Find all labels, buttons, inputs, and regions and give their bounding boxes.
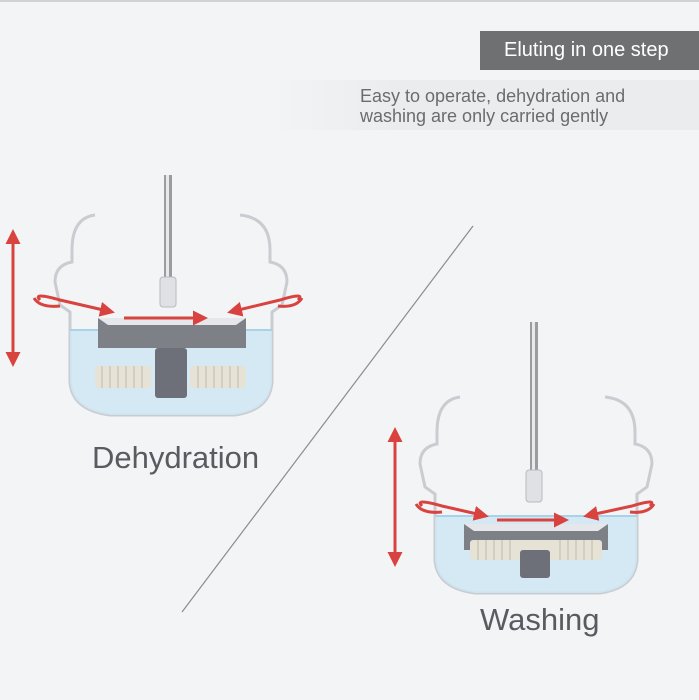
subtitle-backdrop xyxy=(270,80,699,130)
mop-icon xyxy=(95,175,246,398)
rotation-arrow-icon xyxy=(414,500,656,528)
dehydration-label: Dehydration xyxy=(92,440,260,475)
top-border xyxy=(0,0,699,2)
rotation-arrow-icon xyxy=(32,294,304,326)
dehydration-panel xyxy=(5,175,304,417)
subtitle-text: Easy to operate, dehydration and washing… xyxy=(360,86,626,126)
header-badge: Eluting in one step xyxy=(480,31,699,70)
mop-icon xyxy=(464,322,608,578)
divider-line xyxy=(181,225,474,613)
washing-label: Washing xyxy=(480,602,600,637)
washing-panel xyxy=(387,322,656,595)
